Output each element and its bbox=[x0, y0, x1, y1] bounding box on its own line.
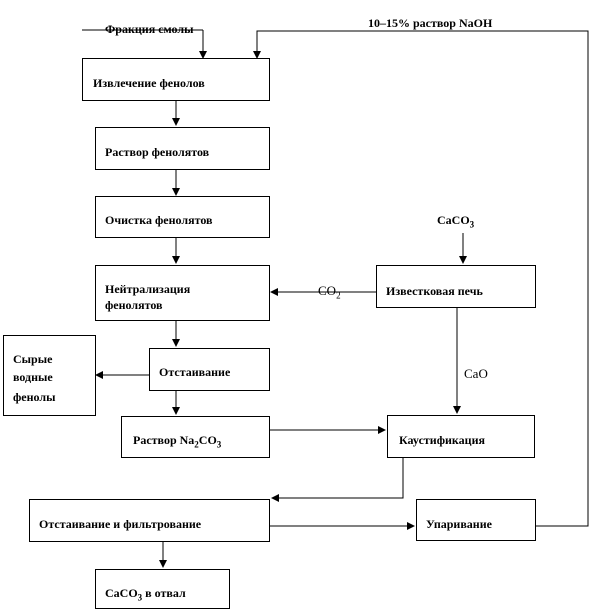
arrow-causticization-to-filtering bbox=[271, 458, 404, 502]
neutralization-label-line1: Нейтрализация bbox=[105, 282, 191, 296]
causticization-label: Каустификация bbox=[399, 433, 485, 447]
na2co3-solution-label: Раствор Na2CO3 bbox=[133, 433, 222, 450]
phenolate-solution-label: Раствор фенолятов bbox=[105, 145, 210, 159]
evaporation-label: Упаривание bbox=[426, 517, 492, 531]
box-na2co3-solution bbox=[121, 416, 270, 458]
settling-filtering-label: Отстаивание и фильтрование bbox=[39, 517, 202, 531]
caco3-label: CaCO3 bbox=[437, 213, 475, 230]
box-settling-filtering bbox=[29, 499, 270, 542]
crude-phenols-label-line3: фенолы bbox=[13, 390, 56, 404]
box-causticization bbox=[387, 415, 535, 458]
extraction-label: Извлечение фенолов bbox=[93, 76, 205, 90]
co2-label: CO2 bbox=[318, 283, 341, 301]
box-crude-phenols bbox=[3, 335, 96, 416]
naoh-solution-label: 10–15% раствор NaOH bbox=[368, 16, 493, 30]
phenolate-purification-label: Очистка фенолятов bbox=[105, 213, 213, 227]
box-phenolate-purification bbox=[95, 196, 270, 238]
box-neutralization bbox=[95, 265, 270, 321]
box-extraction bbox=[82, 58, 270, 101]
box-lime-kiln bbox=[376, 265, 536, 308]
neutralization-label-line2: фенолятов bbox=[105, 298, 163, 312]
arrow-naoh-recycle bbox=[253, 30, 589, 527]
crude-phenols-label-line2: водные bbox=[13, 370, 53, 384]
crude-phenols-label-line1: Сырые bbox=[13, 352, 53, 366]
cao-label: CaO bbox=[464, 366, 488, 381]
box-evaporation bbox=[416, 499, 536, 541]
lime-kiln-label: Известковая печь bbox=[386, 284, 483, 298]
box-caco3-waste bbox=[95, 569, 230, 609]
box-settling bbox=[149, 348, 270, 391]
resin-fraction-label: Фракция смолы bbox=[105, 22, 194, 36]
caco3-waste-label: CaCO3 в отвал bbox=[105, 586, 186, 603]
settling-label: Отстаивание bbox=[159, 365, 231, 379]
box-phenolate-solution bbox=[95, 127, 270, 170]
